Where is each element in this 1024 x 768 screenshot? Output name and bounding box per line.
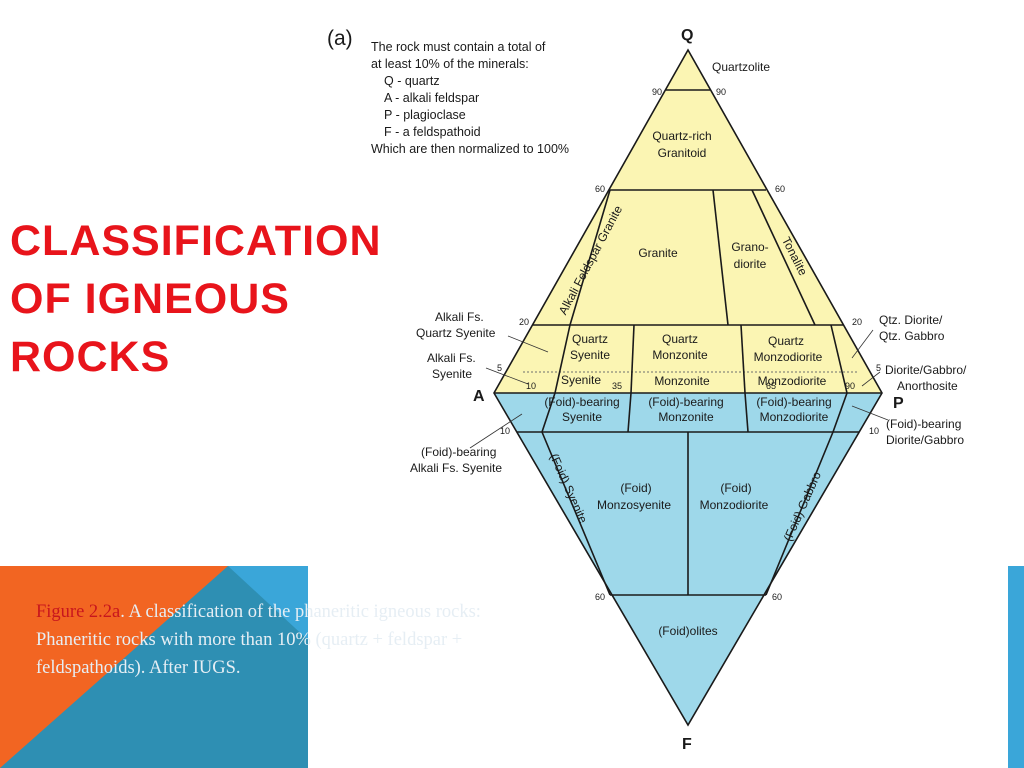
tick-label: 60	[595, 592, 605, 602]
diagram-outline	[493, 48, 883, 727]
callout-diorite-1: Diorite/Gabbro/	[885, 363, 967, 377]
note-line: The rock must contain a total of	[371, 40, 546, 54]
field-quartz-monzonite-1: Quartz	[662, 332, 698, 346]
field-quartz-syenite-1: Quartz	[572, 332, 608, 346]
tick-label: 10	[869, 426, 879, 436]
note-line: Which are then normalized to 100%	[371, 142, 569, 156]
field-fb-monzonite-2: Monzonite	[658, 410, 714, 424]
tick-label: 10	[500, 426, 510, 436]
field-quartz-syenite-2: Syenite	[570, 348, 610, 362]
figure-caption: Figure 2.2a. A classification of the pha…	[36, 598, 536, 682]
field-foid-monzodiorite-1: (Foid)	[720, 481, 751, 495]
field-diorite: diorite	[734, 257, 767, 271]
tick-label: 20	[519, 317, 529, 327]
side-callouts: Alkali Fs. Quartz Syenite Alkali Fs. Sye…	[410, 310, 967, 475]
note-line: A - alkali feldspar	[384, 91, 479, 105]
callout-fb-afs-1: (Foid)-bearing	[421, 445, 496, 459]
callout-diorite-2: Anorthosite	[897, 379, 958, 393]
field-foid-monzosyenite-2: Monzosyenite	[597, 498, 671, 512]
field-fb-monzonite-1: (Foid)-bearing	[648, 395, 723, 409]
vertex-labels: Q A P F	[473, 27, 904, 753]
field-foid-monzodiorite-2: Monzodiorite	[700, 498, 769, 512]
vertex-f: F	[682, 736, 692, 753]
tick-label: 5	[876, 363, 881, 373]
caption-text: . A classification of the phaneritic ign…	[36, 602, 481, 678]
note-line: F - a feldspathoid	[384, 125, 481, 139]
field-fb-syenite-2: Syenite	[562, 410, 602, 424]
tick-label: 60	[775, 184, 785, 194]
callout-afs-qsyenite-1: Alkali Fs.	[435, 310, 484, 324]
blue-triangle	[228, 566, 308, 640]
field-syenite: Syenite	[561, 373, 601, 387]
field-quartz-monzodiorite-1: Quartz	[768, 334, 804, 348]
vertex-p: P	[893, 395, 904, 412]
tick-label: 60	[595, 184, 605, 194]
note-line: at least 10% of the minerals:	[371, 57, 529, 71]
note-line: P - plagioclase	[384, 108, 466, 122]
blue-side-stripe	[1008, 566, 1024, 768]
tick-labels: 90 90 60 60 20 20 5 5 10 35 65 90 10 10 …	[497, 87, 881, 602]
field-fb-syenite-1: (Foid)-bearing	[544, 395, 619, 409]
slide-title: CLASSIFICATION OF IGNEOUS ROCKS	[10, 217, 382, 381]
field-quartz-monzodiorite-2: Monzodiorite	[754, 350, 823, 364]
note-block: The rock must contain a total of at leas…	[371, 40, 569, 156]
tick-label: 90	[845, 381, 855, 391]
field-quartz-rich: Quartz-rich	[652, 129, 711, 143]
tick-label: 20	[852, 317, 862, 327]
field-granite: Granite	[638, 246, 678, 260]
callout-qtz-diorite-2: Qtz. Gabbro	[879, 329, 945, 343]
field-grano: Grano-	[731, 240, 768, 254]
vertex-q: Q	[681, 27, 693, 44]
field-monzonite: Monzonite	[654, 374, 710, 388]
field-granitoid: Granitoid	[658, 146, 707, 160]
callout-fb-diorite-1: (Foid)-bearing	[886, 417, 961, 431]
field-fb-monzodiorite-2: Monzodiorite	[760, 410, 829, 424]
tick-label: 60	[772, 592, 782, 602]
note-line: Q - quartz	[384, 74, 440, 88]
tick-label: 65	[766, 381, 776, 391]
tick-label: 10	[526, 381, 536, 391]
field-monzodiorite: Monzodiorite	[758, 374, 827, 388]
tick-label: 35	[612, 381, 622, 391]
qap-triangle	[494, 50, 882, 393]
tick-label: 90	[716, 87, 726, 97]
callout-fb-diorite-2: Diorite/Gabbro	[886, 433, 964, 447]
callout-qtz-diorite-1: Qtz. Diorite/	[879, 313, 943, 327]
field-foid-monzosyenite-1: (Foid)	[620, 481, 651, 495]
callout-fb-afs-2: Alkali Fs. Syenite	[410, 461, 502, 475]
tick-label: 5	[497, 363, 502, 373]
callout-afs-qsyenite-2: Quartz Syenite	[416, 326, 496, 340]
figure-label: Figure 2.2a	[36, 602, 121, 622]
tick-label: 90	[652, 87, 662, 97]
callout-lines	[469, 329, 889, 449]
field-quartz-monzonite-2: Monzonite	[652, 348, 708, 362]
panel-label: (a)	[327, 27, 353, 50]
vertex-a: A	[473, 388, 485, 405]
callout-afs-syenite-1: Alkali Fs.	[427, 351, 476, 365]
callout-afs-syenite-2: Syenite	[432, 367, 472, 381]
field-fb-monzodiorite-1: (Foid)-bearing	[756, 395, 831, 409]
field-foidolites: (Foid)olites	[658, 624, 717, 638]
teal-triangle	[0, 566, 308, 768]
field-quartzolite: Quartzolite	[712, 60, 770, 74]
